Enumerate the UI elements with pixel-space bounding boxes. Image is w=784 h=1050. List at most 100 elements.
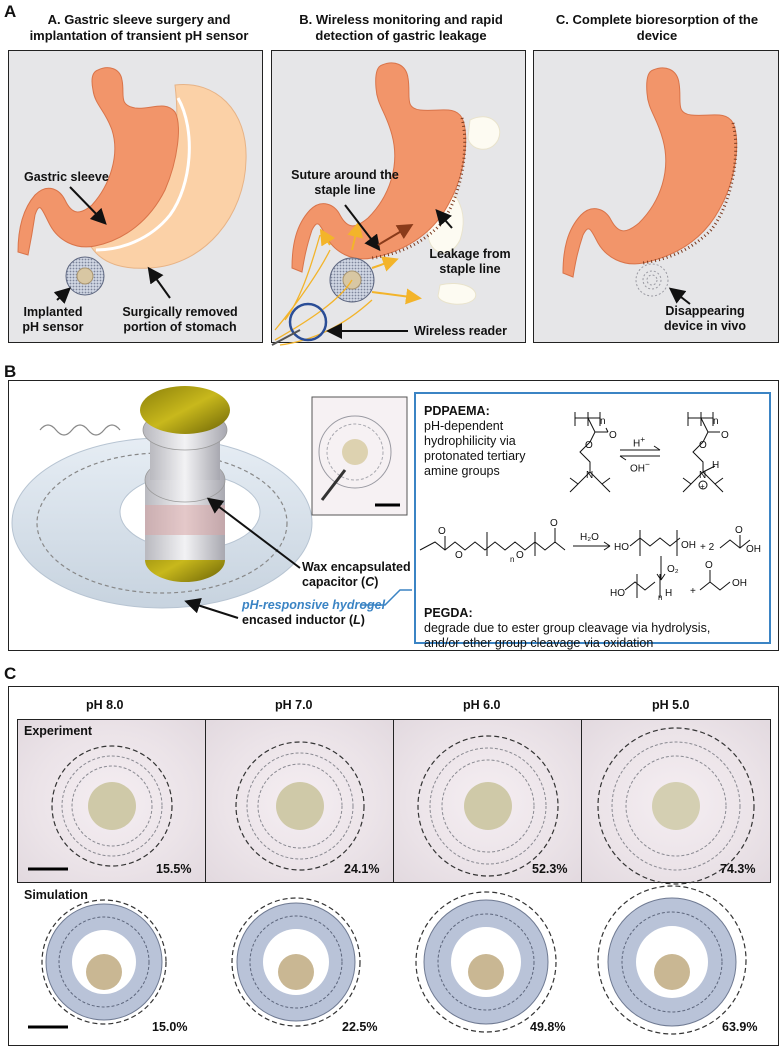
label-line: Leakage from	[429, 247, 511, 261]
chem-h: H	[712, 460, 719, 471]
label-line: staple line	[314, 183, 376, 197]
var-c: C	[365, 575, 375, 589]
sim-percent-3: 49.8%	[530, 1020, 566, 1034]
var-l: L	[353, 613, 361, 627]
label-line: portion of stomach	[123, 320, 237, 334]
chem-n-subscript: n	[658, 593, 662, 602]
label-line: Surgically removed	[122, 305, 238, 319]
experiment-strip	[17, 719, 771, 883]
pegda-title: PEGDA:	[424, 606, 473, 620]
exp-device-1	[51, 745, 173, 867]
label-line: encased inductor (L)	[242, 613, 385, 628]
label-hydrogel: pH-responsive hydrogel	[242, 598, 386, 612]
header-line2: implantation of transient pH sensor	[29, 28, 249, 43]
exp-device-4	[597, 727, 755, 885]
chem-oh: OH	[746, 544, 761, 555]
chem-n: N	[586, 470, 593, 481]
chemistry-box	[414, 392, 771, 644]
sleeve-shape-b	[291, 62, 467, 273]
chem-ho: HO	[610, 588, 625, 599]
reagent-o2: O₂	[667, 564, 679, 575]
label-leakage: Leakage from staple line	[420, 247, 520, 277]
reagent-two: + 2	[700, 542, 715, 553]
label-gastric-sleeve: Gastric sleeve	[24, 170, 109, 184]
sim-device-2	[231, 897, 361, 1027]
sup: +	[640, 434, 646, 444]
exp-percent-3: 52.3%	[532, 862, 568, 876]
label-line: pH sensor	[22, 320, 84, 334]
label-line: Implanted	[23, 305, 83, 319]
exp-device-2	[235, 741, 365, 871]
chem-o: O	[550, 518, 558, 529]
chem-oh: OH	[681, 540, 696, 551]
ph-label: pH 8.0	[86, 698, 124, 712]
pdpaema-title: PDPAEMA:	[424, 404, 490, 418]
chem-n-subscript: n	[600, 416, 606, 427]
gastric-sleeve-shape	[17, 67, 179, 256]
panel-a2-header: B. Wireless monitoring and rapid detecti…	[270, 12, 532, 44]
text-part: )	[374, 575, 379, 589]
ph-label: pH 6.0	[463, 698, 501, 712]
chem-o: O	[438, 526, 446, 537]
chem-o: O	[585, 440, 593, 451]
chemistry-structures: n n O O O O N N H + O O O O n HO OH OH O…	[419, 412, 761, 602]
wireless-reader-coil	[288, 302, 328, 342]
ph-label: pH 7.0	[275, 698, 313, 712]
exp-device-3	[417, 735, 559, 877]
label-wax-capacitor: Wax encapsulated capacitor (C)	[302, 560, 411, 590]
sim-device-1	[41, 899, 167, 1025]
label-line: Wax encapsulated	[302, 560, 411, 574]
label-line: device in vivo	[664, 319, 746, 333]
label-suture: Suture around the staple line	[280, 168, 410, 198]
chem-ho: HO	[614, 542, 629, 553]
pegda-line: degrade due to ester group cleavage via …	[424, 621, 711, 635]
label-wireless-reader: Wireless reader	[414, 324, 507, 338]
text-part: )	[360, 613, 365, 627]
chem-o: O	[721, 430, 729, 441]
panel-a-illustrations	[17, 62, 738, 346]
label-implanted-sensor: Implanted pH sensor	[18, 305, 88, 335]
pdpaema-line: amine groups	[424, 464, 500, 478]
text-part: OH	[630, 463, 645, 475]
panel-a3-header: C. Complete bioresorption of the device	[532, 12, 782, 44]
panel-a-letter: A	[4, 2, 17, 21]
pdpaema-line: pH-dependent	[424, 419, 504, 433]
exp-percent-4: 74.3%	[720, 862, 756, 876]
label-line: capacitor (C)	[302, 575, 411, 590]
sleeve-shape-c	[562, 67, 738, 278]
pdpaema-line: hydrophilicity via	[424, 434, 516, 448]
label-removed-portion: Surgically removed portion of stomach	[110, 305, 250, 335]
exp-percent-1: 15.5%	[156, 862, 192, 876]
label-line: Suture around the	[291, 168, 399, 182]
exp-percent-2: 24.1%	[344, 862, 380, 876]
header-line2: device	[636, 28, 678, 43]
chem-o: O	[699, 440, 707, 451]
header-line1: B. Wireless monitoring and rapid	[299, 12, 503, 27]
reagent-h2o: H₂O	[580, 532, 599, 543]
panel-c-letter: C	[4, 664, 17, 683]
sim-percent-4: 63.9%	[722, 1020, 758, 1034]
sim-device-3	[415, 891, 557, 1033]
chem-plus: +	[700, 482, 705, 491]
chem-o: O	[455, 550, 463, 561]
chem-n-subscript: n	[713, 416, 719, 427]
chem-oh: OH	[732, 578, 747, 589]
experiment-label: Experiment	[24, 724, 93, 738]
label-line: staple line	[439, 262, 501, 276]
panel-a1-header: A. Gastric sleeve surgery and implantati…	[8, 12, 270, 44]
label-line: Disappearing	[665, 304, 745, 318]
pegda-block: PEGDA: degrade due to ester group cleava…	[424, 606, 769, 651]
pegda-line: and/or ether group cleavage via oxidatio…	[424, 636, 654, 650]
sup: −	[645, 459, 650, 469]
text-part: encased inductor (	[242, 613, 354, 627]
reagent-hplus: H+	[633, 432, 645, 451]
panel-b-device-illustration	[11, 386, 412, 619]
chem-h: H	[665, 588, 672, 599]
ph-label: pH 5.0	[652, 698, 690, 712]
header-line1: C. Complete bioresorption of the	[555, 12, 759, 27]
reagent-ohminus: OH−	[630, 457, 650, 476]
simulation-label: Simulation	[24, 888, 88, 902]
sim-percent-1: 15.0%	[152, 1020, 188, 1034]
panel-b-letter: B	[4, 362, 17, 381]
